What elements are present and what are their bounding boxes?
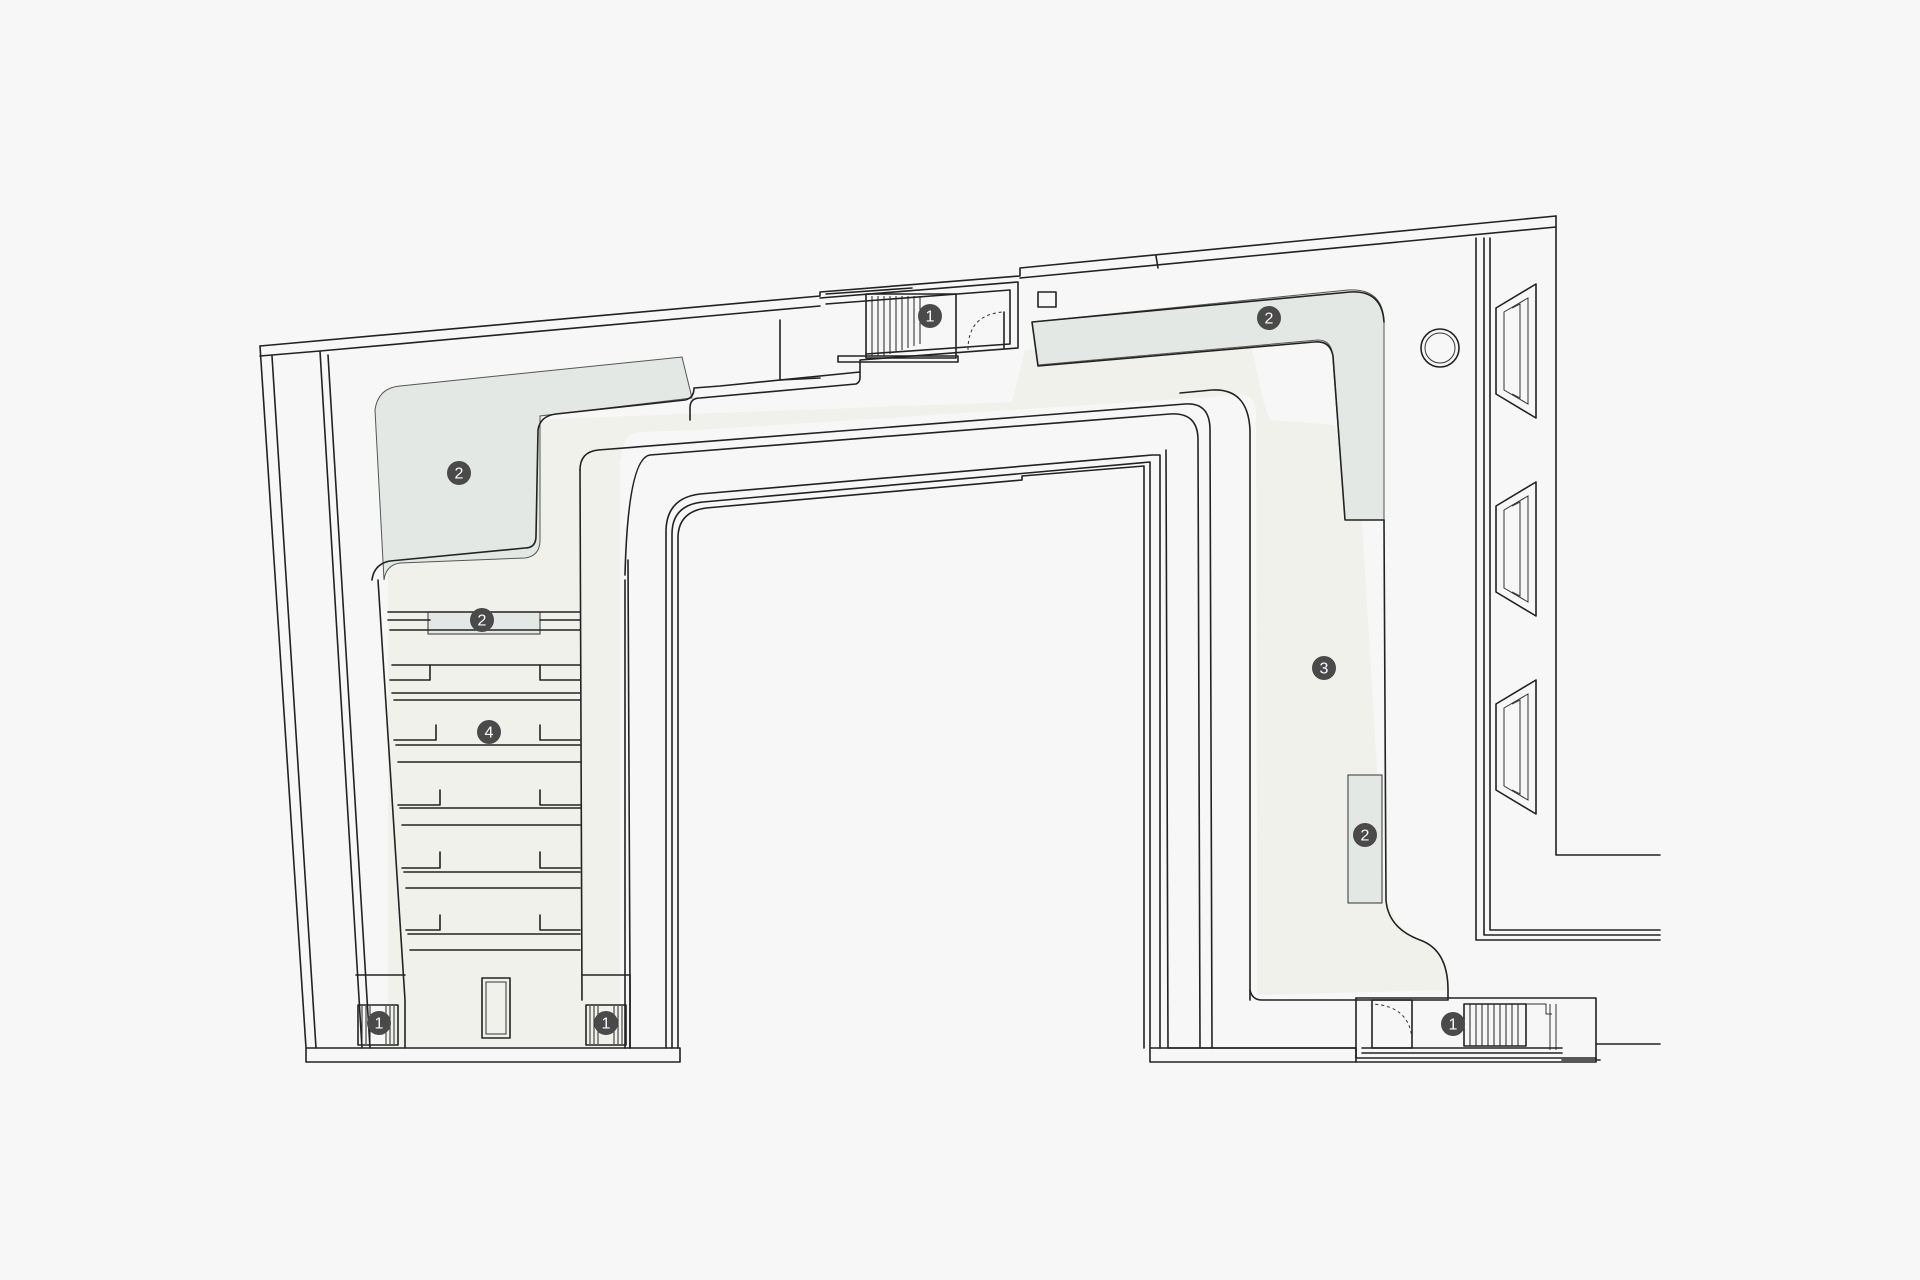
window-bay-1 xyxy=(1495,283,1537,419)
marker-stair-southeast: 1 xyxy=(1441,1012,1465,1036)
marker-label: 1 xyxy=(1449,1017,1458,1034)
marker-label: 2 xyxy=(1265,311,1274,328)
marker-green-northwest: 2 xyxy=(447,461,471,485)
marker-label: 2 xyxy=(455,466,464,483)
marker-label: 3 xyxy=(1320,661,1329,678)
building-outline xyxy=(259,215,1661,1063)
window-bay-3 xyxy=(1495,679,1537,815)
marker-label: 1 xyxy=(602,1016,611,1033)
corridor-zone xyxy=(388,331,1448,1047)
marker-green-northeast: 2 xyxy=(1257,306,1281,330)
marker-label: 2 xyxy=(1361,828,1370,845)
marker-seating-block: 4 xyxy=(477,720,501,744)
green-zone-northwest xyxy=(374,356,693,581)
marker-green-east: 2 xyxy=(1353,823,1377,847)
marker-stair-north: 1 xyxy=(918,304,942,328)
stair-north xyxy=(779,281,1460,381)
marker-label: 4 xyxy=(485,725,494,742)
stair-left xyxy=(357,1004,399,1046)
marker-stair-left: 1 xyxy=(367,1011,391,1035)
marker-label: 1 xyxy=(926,309,935,326)
marker-green-seating-row: 2 xyxy=(470,608,494,632)
window-bay-2 xyxy=(1495,481,1537,617)
marker-label: 1 xyxy=(375,1016,384,1033)
marker-stair-mid: 1 xyxy=(594,1011,618,1035)
marker-label: 2 xyxy=(478,613,487,630)
marker-corridor-east: 3 xyxy=(1312,656,1336,680)
